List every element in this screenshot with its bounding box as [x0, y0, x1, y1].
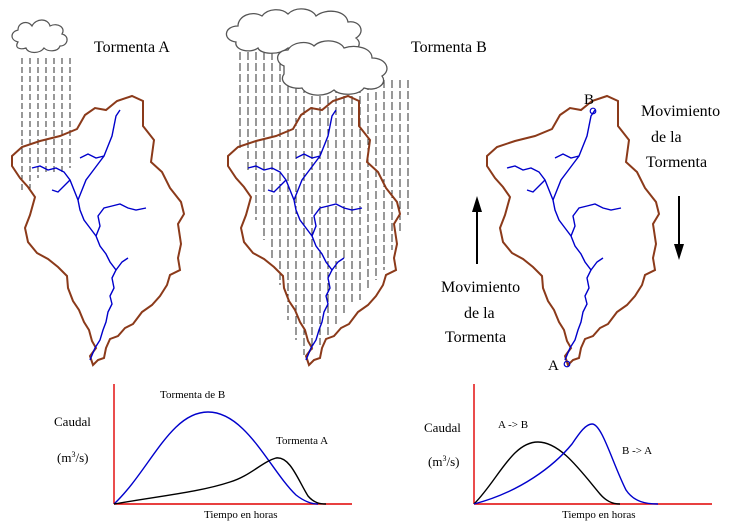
storm-movement-right: Movimiento de la Tormenta: [641, 103, 720, 260]
series-tormenta-de-b: [113, 411, 319, 505]
point-a-marker: [563, 360, 571, 368]
xlabel-right: Tiempo en horas: [562, 509, 636, 521]
hydrograph-left: Tormenta de B Tormenta A Caudal (m3/s) T…: [54, 384, 352, 521]
panel-storm-movement: [486, 95, 660, 368]
cloud-storm-b-lower: [277, 40, 388, 96]
storm-movement-left: Movimiento de la Tormenta: [441, 196, 520, 346]
panel-storm-a: Tormenta A: [11, 19, 185, 366]
move-left-line3: Tormenta: [445, 329, 506, 346]
legend-tormenta-de-b: Tormenta de B: [160, 389, 225, 401]
rain-storm-a: [21, 58, 71, 190]
label-storm-a: Tormenta A: [94, 39, 170, 56]
series-tormenta-a: [113, 457, 327, 505]
point-b-marker: [589, 107, 597, 115]
panel-storm-b: Tormenta B: [225, 8, 487, 366]
ylabel-right-2: (m3/s): [428, 454, 459, 469]
hydrograph-right: A -> B B -> A Caudal (m3/s) Tiempo en ho…: [424, 384, 712, 521]
legend-tormenta-a: Tormenta A: [276, 435, 328, 447]
move-left-line1: Movimiento: [441, 279, 520, 296]
ylabel-right-1: Caudal: [424, 420, 461, 435]
arrow-up-icon: [472, 196, 482, 212]
label-point-b: B: [584, 92, 594, 108]
series-a-to-b: [473, 441, 621, 505]
move-left-line2: de la: [464, 305, 495, 322]
label-storm-b: Tormenta B: [411, 39, 487, 56]
label-point-a: A: [548, 358, 559, 374]
cloud-storm-a: [11, 19, 68, 54]
river-network-3: [506, 109, 622, 361]
move-right-line1: Movimiento: [641, 103, 720, 120]
series-b-to-a: [473, 423, 659, 505]
river-network-2: [247, 109, 363, 361]
xlabel-left: Tiempo en horas: [204, 509, 278, 521]
rain-storm-b: [239, 52, 409, 355]
legend-a-to-b: A -> B: [498, 419, 528, 431]
ylabel-left-2: (m3/s): [57, 450, 88, 465]
ylabel-left-1: Caudal: [54, 414, 91, 429]
river-network-1: [31, 109, 147, 361]
arrow-down-icon: [674, 244, 684, 260]
legend-b-to-a: B -> A: [622, 445, 652, 457]
move-right-line3: Tormenta: [646, 154, 707, 171]
move-right-line2: de la: [651, 129, 682, 146]
